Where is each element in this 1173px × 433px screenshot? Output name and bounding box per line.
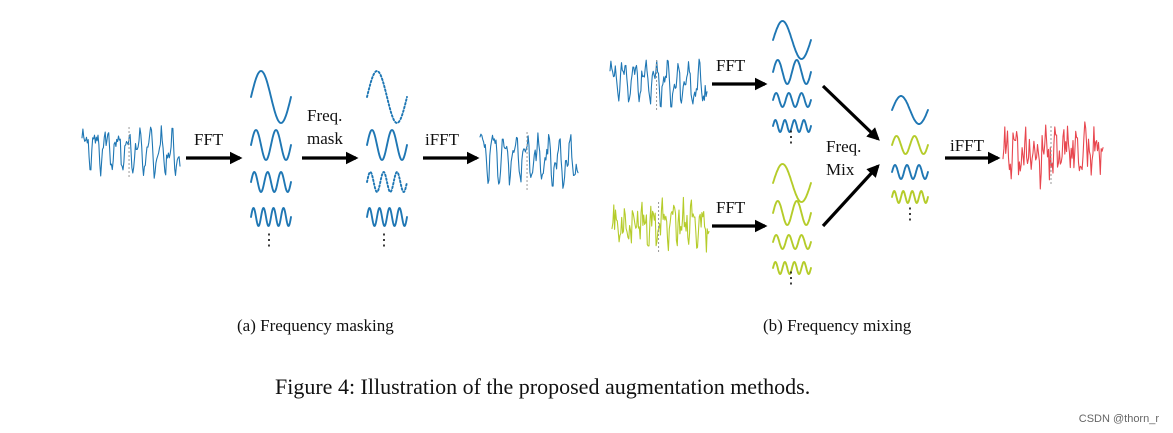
component-a3 bbox=[250, 171, 292, 193]
ellipsis-b3-glyph: ⋮ bbox=[902, 206, 918, 223]
subcaption-a: (a) Frequency masking bbox=[237, 316, 394, 335]
component-a2 bbox=[250, 129, 292, 161]
input-signal-a bbox=[81, 125, 181, 179]
ellipsis-b2-glyph: ⋮ bbox=[783, 270, 799, 287]
freq-mask-label-line2: mask bbox=[307, 129, 343, 148]
watermark: CSDN @thorn_r bbox=[1078, 413, 1159, 425]
figure-caption: Figure 4: Illustration of the proposed a… bbox=[275, 374, 811, 399]
freq-mix-label-line2: Mix bbox=[826, 160, 855, 179]
component-b2-2 bbox=[772, 200, 812, 226]
fft-label-b1: FFT bbox=[716, 56, 746, 75]
input-signal-b2 bbox=[611, 196, 710, 253]
masked-component-a4 bbox=[366, 207, 408, 227]
component-b1-4 bbox=[772, 119, 812, 133]
component-a1 bbox=[250, 70, 292, 124]
freq-mix-label-line1: Freq. bbox=[826, 137, 862, 156]
output-signal-b bbox=[1002, 121, 1104, 190]
ellipsis-a2: ⋮ bbox=[376, 233, 392, 249]
subcaption-b: (b) Frequency mixing bbox=[763, 316, 912, 335]
arrows-layer bbox=[186, 77, 1001, 233]
mixed-component-3 bbox=[891, 164, 929, 180]
mix-arrow-b1 bbox=[821, 84, 880, 141]
ellipsis-a1-glyph: ⋮ bbox=[261, 232, 277, 249]
freq-mask-label-line1: Freq. bbox=[307, 106, 343, 125]
component-b1-2 bbox=[772, 59, 812, 85]
mixed-component-2 bbox=[891, 135, 929, 155]
ellipsis-a1: ⋮ bbox=[261, 233, 277, 249]
component-b1-3 bbox=[772, 92, 812, 108]
ellipsis-a2-glyph: ⋮ bbox=[376, 232, 392, 249]
component-b1-1 bbox=[772, 20, 812, 60]
component-a4 bbox=[250, 207, 292, 227]
component-b2-1 bbox=[772, 163, 812, 203]
ellipsis-b2: ⋮ bbox=[783, 271, 799, 287]
component-b2-3 bbox=[772, 234, 812, 250]
mixed-component-4 bbox=[891, 190, 929, 204]
output-signal-a bbox=[479, 132, 579, 189]
masked-component-a2 bbox=[366, 129, 408, 161]
waves-layer bbox=[81, 20, 1104, 275]
ellipsis-b1-glyph: ⋮ bbox=[783, 129, 799, 146]
ifft-label-a: iFFT bbox=[425, 130, 460, 149]
fft-label-b2: FFT bbox=[716, 198, 746, 217]
masked-component-a3 bbox=[366, 171, 408, 193]
mix-arrow-b2 bbox=[821, 164, 880, 228]
masked-component-a1 bbox=[366, 70, 408, 124]
ifft-label-b: iFFT bbox=[950, 136, 985, 155]
component-b2-4 bbox=[772, 261, 812, 275]
fft-label-a: FFT bbox=[194, 130, 224, 149]
input-signal-b1 bbox=[609, 58, 708, 108]
ellipsis-b1: ⋮ bbox=[783, 130, 799, 146]
mixed-component-1 bbox=[891, 95, 929, 125]
ellipsis-b3: ⋮ bbox=[902, 207, 918, 223]
